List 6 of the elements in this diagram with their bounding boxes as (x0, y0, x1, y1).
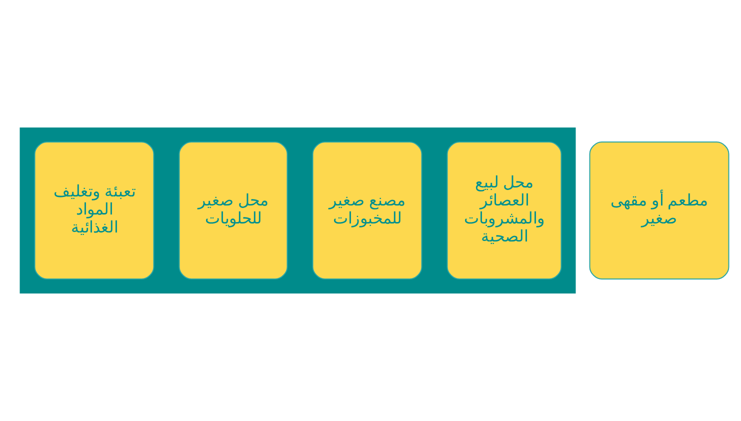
node-box: تعبئة وتغليف المواد الغذائية (34, 142, 154, 280)
node-box: مصنع صغير للمخبوزات (312, 142, 422, 280)
node-box: محل صغير للحلويات (178, 142, 288, 280)
node-box: محل لبيع العصائر والمشروبات الصحية (446, 142, 562, 280)
cluster (20, 128, 576, 294)
node-box: مطعم أو مقهى صغير (589, 142, 730, 280)
